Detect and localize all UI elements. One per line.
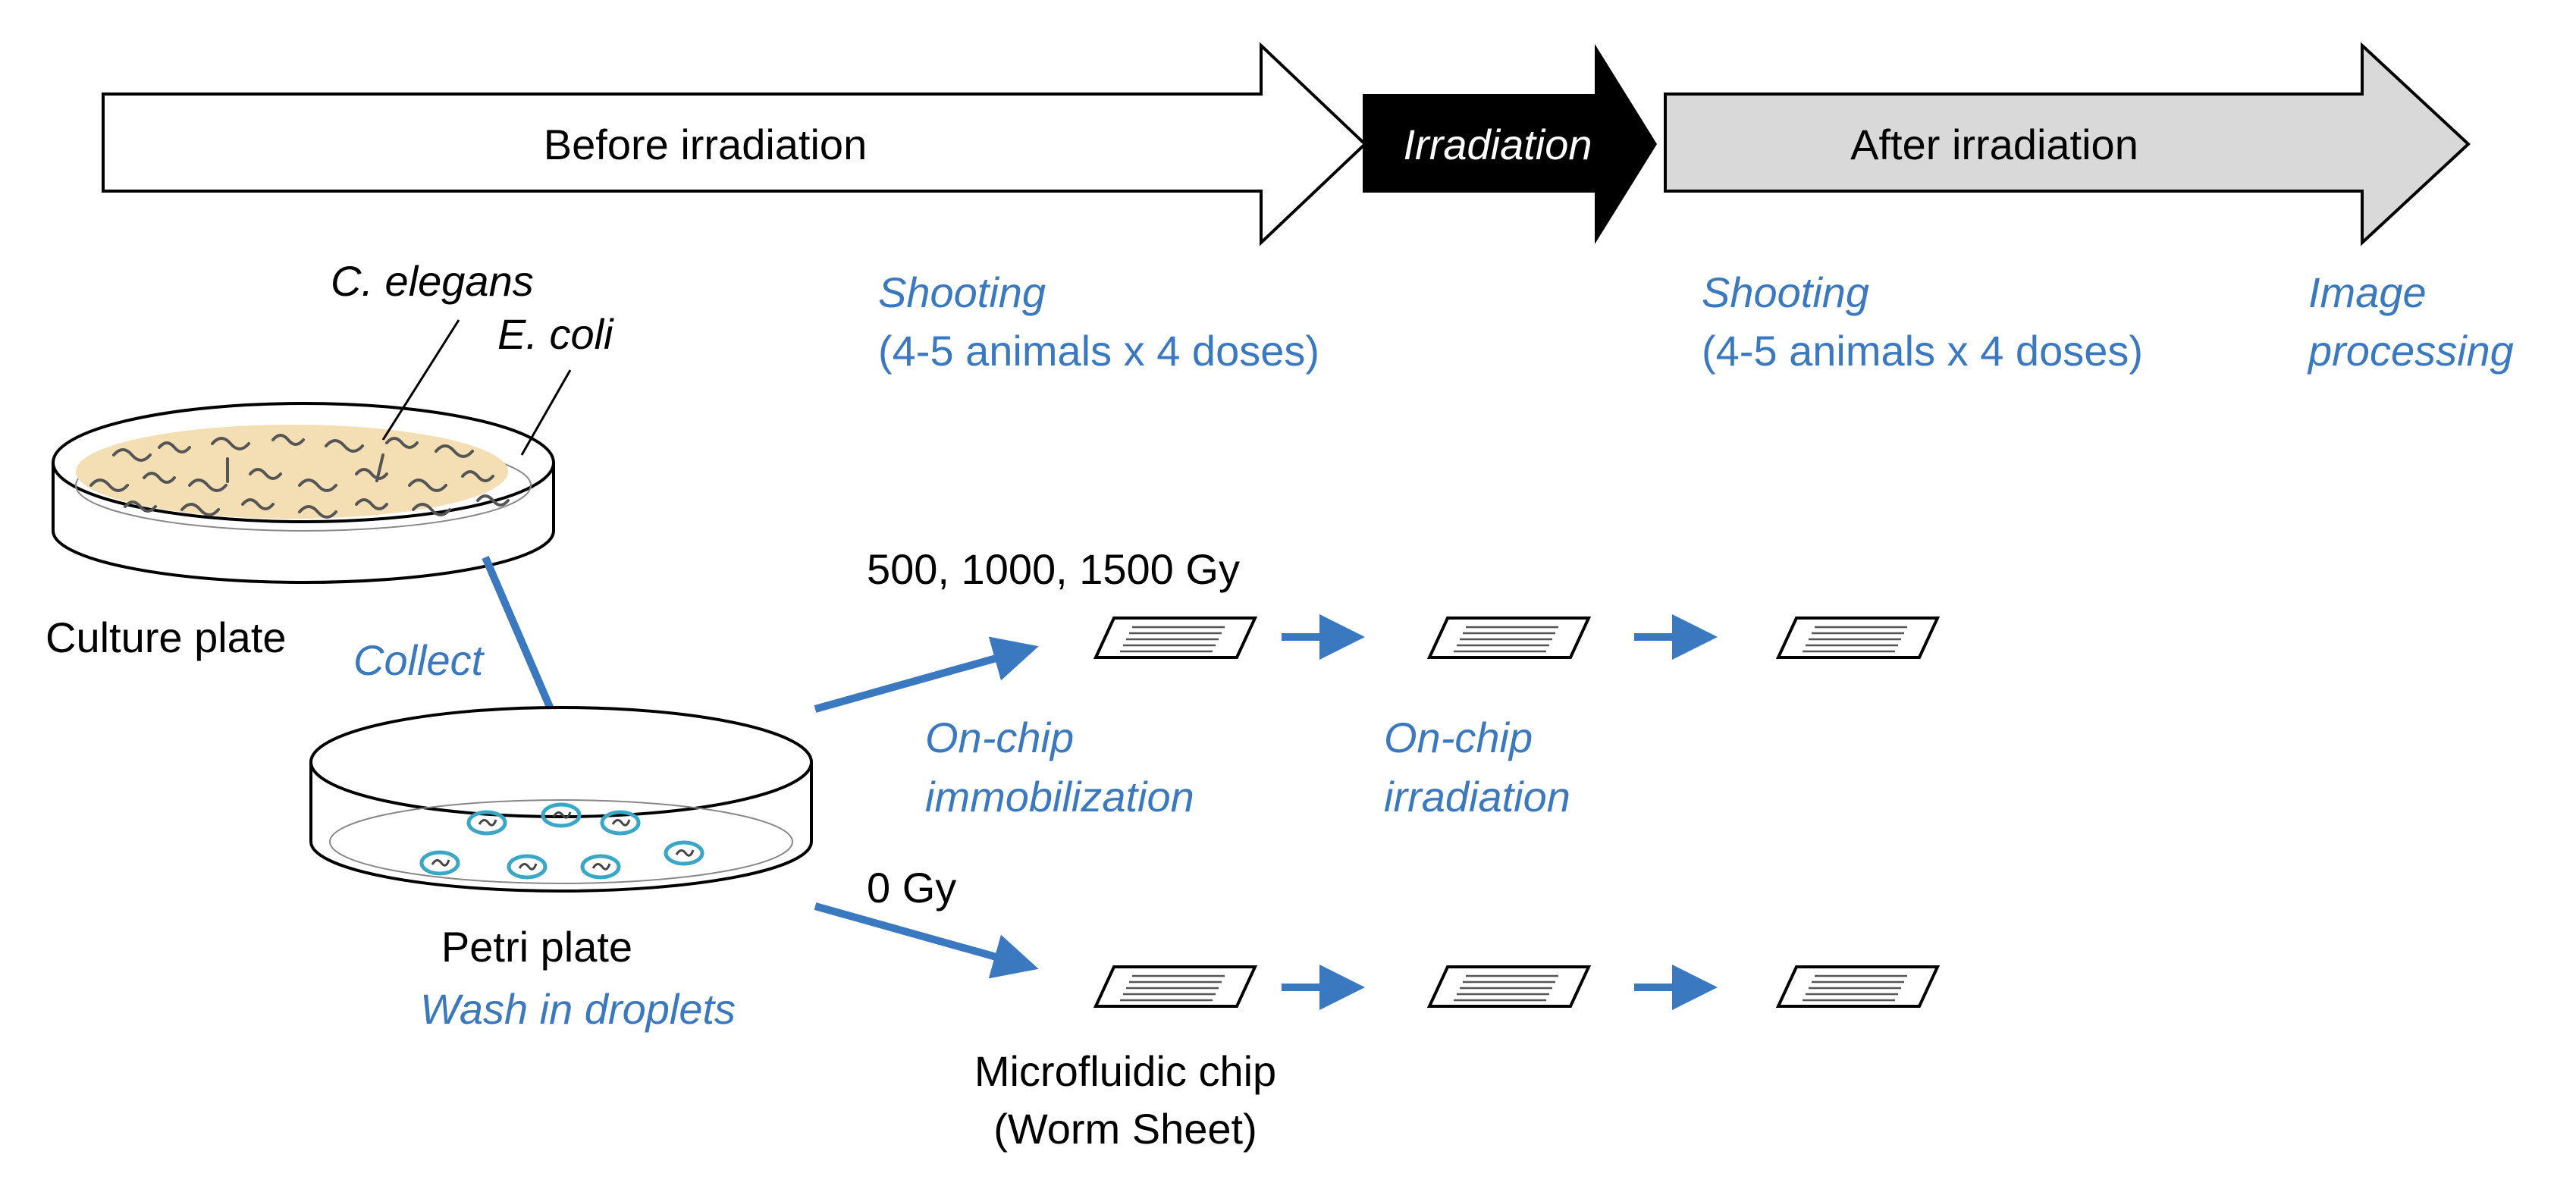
- irradiation-step-line1: On-chip: [1384, 714, 1533, 761]
- chip-label-line2: (Worm Sheet): [993, 1105, 1257, 1153]
- dose-high-label: 500, 1000, 1500 Gy: [867, 545, 1240, 593]
- petri-plate-icon: [309, 706, 813, 893]
- wash-in-droplets-label: Wash in droplets: [420, 985, 736, 1033]
- microfluidic-chip-icon: [1428, 965, 1590, 1008]
- image-processing-line1: Image: [2308, 268, 2427, 316]
- timeline-before-arrow: [102, 42, 1367, 246]
- shooting-after-title: Shooting: [1702, 268, 1869, 316]
- shooting-before-title: Shooting: [878, 268, 1046, 316]
- microfluidic-chip-icon: [1094, 965, 1257, 1008]
- microfluidic-chip-icon: [1428, 617, 1590, 659]
- microfluidic-chip-icon: [1777, 965, 1939, 1008]
- branch-arrow-high: [814, 636, 1039, 713]
- microfluidic-chip-icon: [1777, 617, 1939, 659]
- worm-icon: [89, 434, 510, 519]
- dose-zero-label: 0 Gy: [867, 864, 956, 911]
- petri-plate-label: Petri plate: [441, 923, 632, 971]
- shooting-before-detail: (4-5 animals x 4 doses): [878, 327, 1319, 375]
- immobilization-line2: immobilization: [925, 773, 1194, 820]
- c-elegans-label: C. elegans: [331, 257, 534, 305]
- branch-arrow-zero: [814, 902, 1039, 979]
- timeline-after-label: After irradiation: [1850, 121, 2138, 168]
- shooting-after-detail: (4-5 animals x 4 doses): [1702, 327, 2143, 375]
- image-processing-line2: processing: [2307, 327, 2514, 375]
- immobilization-line1: On-chip: [925, 714, 1074, 761]
- timeline-before-label: Before irradiation: [544, 121, 867, 168]
- timeline-irradiation-label: Irradiation: [1403, 121, 1592, 168]
- timeline-irradiation-arrow: [1363, 44, 1657, 244]
- microfluidic-chip-icon: [1094, 617, 1257, 659]
- collect-label: Collect: [353, 636, 485, 684]
- timeline-after-arrow: [1664, 42, 2471, 246]
- culture-plate-icon: [52, 319, 572, 584]
- culture-plate-label: Culture plate: [45, 613, 287, 661]
- e-coli-label: E. coli: [497, 310, 614, 358]
- chip-label-line1: Microfluidic chip: [974, 1047, 1276, 1095]
- irradiation-step-line2: irradiation: [1384, 773, 1570, 820]
